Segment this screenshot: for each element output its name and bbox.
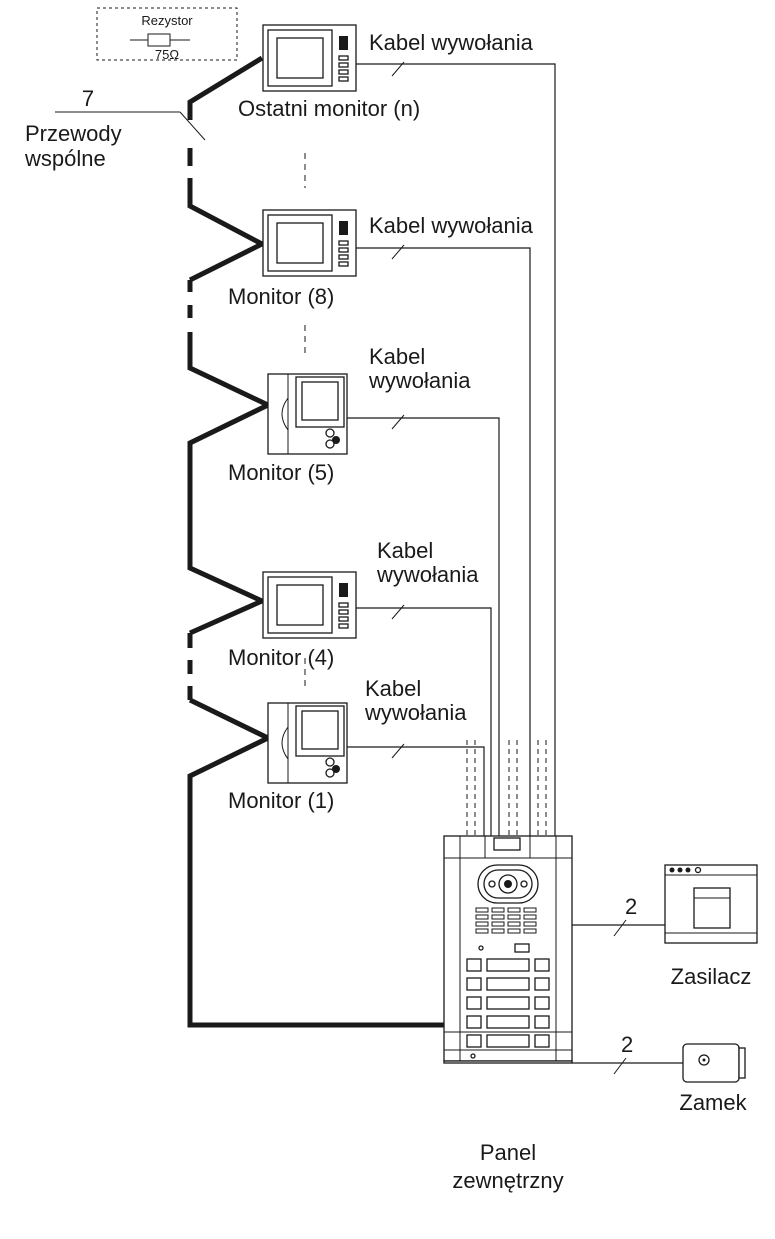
door-lock: 2 <box>572 1032 746 1083</box>
panel-call-buttons <box>466 958 550 1048</box>
resistor-title: Rezystor <box>141 13 193 28</box>
monitor-5 <box>267 373 348 455</box>
call-cable-label-5-line1: Kabel <box>369 344 425 369</box>
call-cable-label-8: Kabel wywołania <box>369 213 534 238</box>
monitor-last <box>262 24 357 92</box>
call-cable-label-1-line2: wywołania <box>364 700 467 725</box>
call-cable-label-4-line2: wywołania <box>376 562 479 587</box>
power-wire-count: 2 <box>625 894 637 919</box>
bus-label-line1: Przewody <box>25 121 122 146</box>
monitor-last-label: Ostatni monitor (n) <box>238 96 420 121</box>
monitor-4-label: Monitor (4) <box>228 645 334 670</box>
resistor-legend: Rezystor 75Ω <box>96 7 238 62</box>
panel-label-line2: zewnętrzny <box>452 1168 563 1193</box>
resistor-symbol <box>147 33 171 47</box>
panel-label-line1: Panel <box>480 1140 536 1165</box>
lock-label: Zamek <box>679 1090 747 1115</box>
lock-wire-count: 2 <box>621 1032 633 1057</box>
common-bus <box>187 55 444 1028</box>
outdoor-panel <box>443 835 573 1062</box>
common-wires-label: 7 Przewody wspólne <box>24 86 206 171</box>
call-cable-label-last: Kabel wywołania <box>369 30 534 55</box>
resistor-value: 75Ω <box>155 47 179 62</box>
monitor-8-label: Monitor (8) <box>228 284 334 309</box>
call-cable-label-5-line2: wywołania <box>368 368 471 393</box>
panel-bottom <box>443 1060 573 1064</box>
monitor-1-label: Monitor (1) <box>228 788 334 813</box>
monitor-1 <box>267 702 348 784</box>
monitor-8 <box>262 209 357 277</box>
bus-label-line2: wspólne <box>24 146 106 171</box>
bus-wire-count: 7 <box>82 86 94 111</box>
power-supply-label: Zasilacz <box>671 964 752 989</box>
call-cable-label-4-line1: Kabel <box>377 538 433 563</box>
call-cables <box>347 61 556 840</box>
monitor-4 <box>262 571 357 639</box>
speaker-grille <box>475 907 537 934</box>
monitor-5-label: Monitor (5) <box>228 460 334 485</box>
call-cable-label-1-line1: Kabel <box>365 676 421 701</box>
power-supply: 2 <box>572 864 758 944</box>
